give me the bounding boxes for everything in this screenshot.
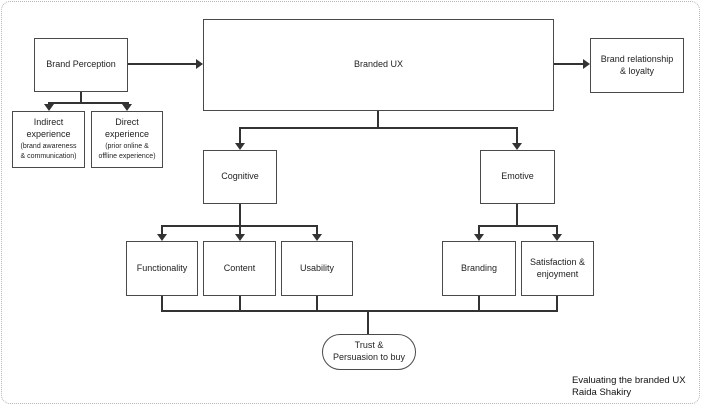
node-emotive: Emotive (480, 150, 555, 204)
node-label: & loyalty (619, 65, 654, 76)
node-indirect-experience: Indirect experience (brand awareness & c… (12, 111, 85, 168)
node-label: enjoyment (536, 268, 579, 279)
node-label: Branding (460, 262, 498, 273)
connector-line (239, 127, 518, 129)
node-subtext: (prior online & (105, 142, 149, 150)
node-label: experience (104, 129, 150, 140)
node-content: Content (203, 241, 276, 296)
node-brand-perception: Brand Perception (34, 38, 128, 92)
connector-line (239, 296, 241, 312)
node-label: Functionality (136, 262, 188, 273)
connector-line (80, 92, 82, 104)
connector-line (478, 225, 558, 227)
connector-line (161, 225, 163, 235)
arrowhead-down-icon (122, 104, 132, 111)
connector-line (554, 63, 584, 65)
caption-title: Evaluating the branded UX (572, 375, 686, 386)
arrowhead-right-icon (196, 59, 203, 69)
connector-line (316, 225, 318, 235)
node-trust-persuasion: Trust & Persuasion to buy (322, 334, 416, 370)
node-usability: Usability (281, 241, 353, 296)
connector-line (367, 310, 369, 334)
node-satisfaction-enjoyment: Satisfaction & enjoyment (521, 241, 594, 296)
arrowhead-down-icon (157, 234, 167, 241)
connector-line (239, 127, 241, 144)
node-label: Satisfaction & (529, 256, 586, 267)
connector-line (128, 63, 197, 65)
caption: Evaluating the branded UX Raida Shakiry (572, 375, 686, 399)
node-label: experience (26, 129, 71, 140)
connector-line (126, 102, 128, 105)
caption-author: Raida Shakiry (572, 387, 632, 398)
connector-line (48, 102, 129, 104)
connector-line (161, 296, 163, 312)
node-brand-relationship-loyalty: Brand relationship & loyalty (590, 38, 684, 93)
connector-line (556, 296, 558, 312)
node-cognitive: Cognitive (203, 150, 277, 204)
node-subtext: & communication) (20, 153, 77, 161)
node-branded-ux: Branded UX (203, 19, 554, 111)
node-label: Cognitive (221, 171, 259, 182)
node-label: Direct (115, 117, 139, 128)
node-subtext: offline experience) (98, 153, 156, 161)
node-label: Persuasion to buy (332, 352, 406, 362)
arrowhead-down-icon (474, 234, 484, 241)
node-functionality: Functionality (126, 241, 198, 296)
connector-line (48, 102, 50, 105)
node-direct-experience: Direct experience (prior online & offlin… (91, 111, 163, 168)
arrowhead-down-icon (312, 234, 322, 241)
connector-line (316, 296, 318, 312)
node-label: Emotive (501, 171, 534, 182)
node-label: Brand relationship (600, 53, 674, 64)
connector-line (516, 204, 518, 227)
connector-line (161, 310, 558, 312)
node-label: Usability (299, 262, 334, 273)
connector-line (239, 225, 241, 235)
connector-line (377, 111, 379, 129)
connector-line (478, 296, 480, 312)
node-label: Branded UX (353, 59, 404, 70)
connector-line (239, 204, 241, 227)
arrowhead-down-icon (235, 234, 245, 241)
connector-line (556, 225, 558, 235)
arrowhead-down-icon (552, 234, 562, 241)
node-branding: Branding (442, 241, 516, 296)
node-subtext: (brand awareness (20, 142, 77, 150)
arrowhead-down-icon (44, 104, 54, 111)
connector-line (516, 127, 518, 144)
connector-line (478, 225, 480, 235)
node-label: Indirect (33, 117, 64, 128)
arrowhead-down-icon (235, 143, 245, 150)
node-label: Content (223, 262, 256, 273)
arrowhead-down-icon (512, 143, 522, 150)
node-label: Brand Perception (46, 59, 116, 70)
arrowhead-right-icon (583, 59, 590, 69)
node-label: Trust & (354, 340, 384, 351)
